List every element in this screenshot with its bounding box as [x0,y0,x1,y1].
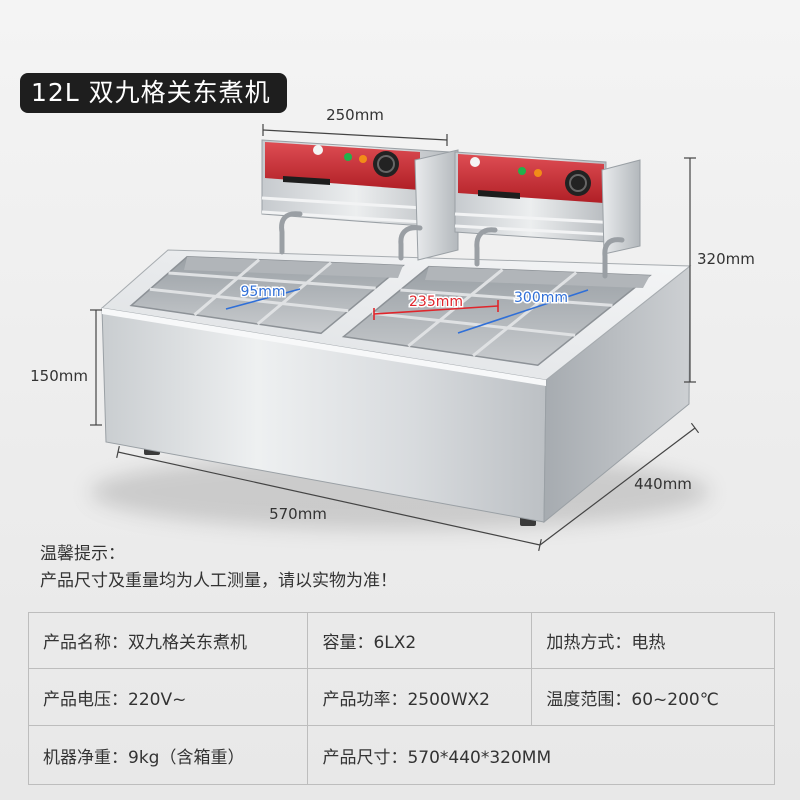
dimension-body-height-label: 150mm [30,367,88,385]
spec-value: 2500WX2 [407,689,490,710]
heating-pipe [279,211,303,255]
left-well-divider [168,271,376,290]
right-logo-icon [470,157,480,167]
dimension-body-height: 150mm [30,309,102,426]
spec-voltage: 产品电压：220V~ [27,668,309,726]
left-well-divider [193,258,261,316]
right-indicator-orange-icon [534,169,542,177]
spec-value: 220V~ [128,689,187,710]
right-well-divider [371,311,576,337]
dimension-top-width: 250mm [262,106,448,146]
spec-label: 加热方式： [546,633,632,653]
spec-row: 产品名称：双九格关东煮机 容量：6LX2 加热方式：电热 [27,612,775,669]
dimension-length: 570mm [116,445,542,552]
heating-pipe [398,225,423,261]
dimension-well-width: 235mm [373,293,499,320]
spec-value: 9kg（含箱重） [128,747,245,768]
right-well [341,265,652,366]
dimension-length-label: 570mm [269,505,327,523]
spec-heating-method: 加热方式：电热 [531,612,775,669]
spec-label: 产品名称： [43,633,128,653]
dimension-overall-height: 320mm [684,157,755,383]
body-front-rim [102,308,546,386]
left-temperature-knob-ring [377,155,395,173]
spec-net-weight: 机器净重：9kg（含箱重） [27,725,309,785]
spec-label: 产品功率： [322,689,408,710]
spec-value: 双九格关东煮机 [128,633,247,653]
right-temperature-knob-ring [569,174,587,192]
spec-table: 产品名称：双九格关东煮机 容量：6LX2 加热方式：电热 产品电压：220V~ … [27,612,775,785]
notice: 温馨提示： 产品尺寸及重量均为人工测量，请以实物为准！ [40,541,397,595]
heating-pipe [602,237,625,279]
dimension-cell-size-label: 95mm [240,284,285,300]
spec-label: 产品电压： [43,689,128,710]
notice-text: 产品尺寸及重量均为人工测量，请以实物为准！ [40,571,397,591]
spec-label: 容量： [322,633,374,653]
dimension-top-width-label: 250mm [326,106,384,124]
heating-pipe [474,227,498,267]
spec-value: 60~200℃ [631,689,719,710]
spec-value: 电热 [631,633,666,653]
right-well-divider [407,268,504,348]
right-label-strip [478,190,520,199]
spec-power: 产品功率：2500WX2 [307,668,533,726]
left-well-back-wall [184,256,403,278]
left-control-housing [261,139,459,261]
spec-value: 6LX2 [373,633,417,653]
title-badge: 12L 双九格关东煮机 [20,73,287,113]
left-well [129,256,405,335]
spec-dimensions: 产品尺寸：570*440*320MM [307,725,775,785]
spec-label: 机器净重： [43,747,128,768]
left-temperature-knob-icon [373,151,399,177]
dimension-well-length-label: 300mm [514,290,568,306]
right-well-divider [400,288,613,307]
spec-product-name: 产品名称：双九格关东煮机 [27,612,309,669]
notice-heading: 温馨提示： [40,544,125,564]
dimension-overall-height-label: 320mm [697,250,755,268]
spec-label: 产品尺寸： [322,747,408,768]
dimension-well-length: 300mm [457,289,589,334]
right-temperature-knob-icon [565,170,591,196]
left-indicator-orange-icon [359,155,367,163]
left-well-divider [149,287,349,313]
right-housing-side-plate [601,159,641,255]
right-well-divider [472,271,578,357]
dimension-well-width-label: 235mm [409,294,463,310]
left-logo-icon [313,145,323,155]
dimension-cell-size: 95mm [225,283,301,310]
right-control-panel-shade [458,154,604,203]
left-label-strip [283,176,330,185]
spec-row: 机器净重：9kg（含箱重） 产品尺寸：570*440*320MM [27,725,775,785]
spec-capacity: 容量：6LX2 [307,612,533,669]
spec-label: 温度范围： [546,689,632,710]
spec-temperature-range: 温度范围：60~200℃ [531,668,775,726]
spec-value: 570*440*320MM [407,747,552,768]
left-well-divider [256,261,332,326]
dimension-depth-label: 440mm [634,475,692,493]
left-housing-side-plate [414,149,459,261]
right-indicator-green-icon [518,167,526,175]
right-control-housing [454,151,641,255]
spec-row: 产品电压：220V~ 产品功率：2500WX2 温度范围：60~200℃ [27,668,775,726]
right-well-back-wall [425,266,650,288]
left-indicator-green-icon [344,153,352,161]
dimension-depth: 440mm [539,422,700,546]
